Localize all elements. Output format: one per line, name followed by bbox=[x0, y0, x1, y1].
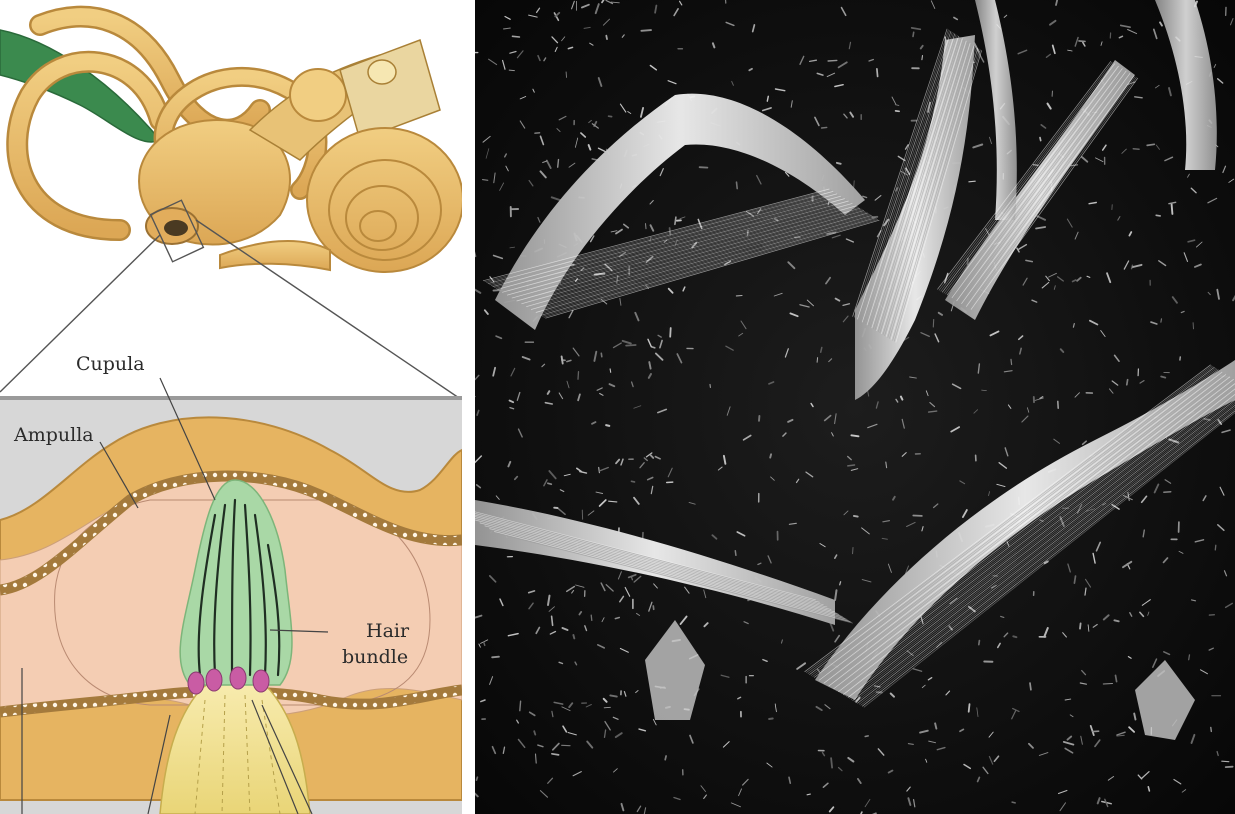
label-hair-line2: bundle bbox=[342, 646, 408, 668]
electron-micrograph-panel bbox=[475, 0, 1235, 814]
label-cupula: Cupula bbox=[76, 353, 145, 375]
inner-ear-illustration: Cupula Ampulla Hair bundle bbox=[0, 0, 462, 814]
electron-micrograph bbox=[475, 0, 1235, 814]
panel-divider bbox=[0, 396, 462, 400]
nerve-cut-end bbox=[368, 60, 396, 84]
nerve-ganglion bbox=[290, 69, 346, 121]
label-hair-line1: Hair bbox=[366, 620, 410, 642]
inner-ear-illustration-panel: Cupula Ampulla Hair bundle bbox=[0, 0, 462, 814]
ampulla-spot bbox=[164, 220, 188, 236]
label-ampulla: Ampulla bbox=[13, 424, 94, 446]
